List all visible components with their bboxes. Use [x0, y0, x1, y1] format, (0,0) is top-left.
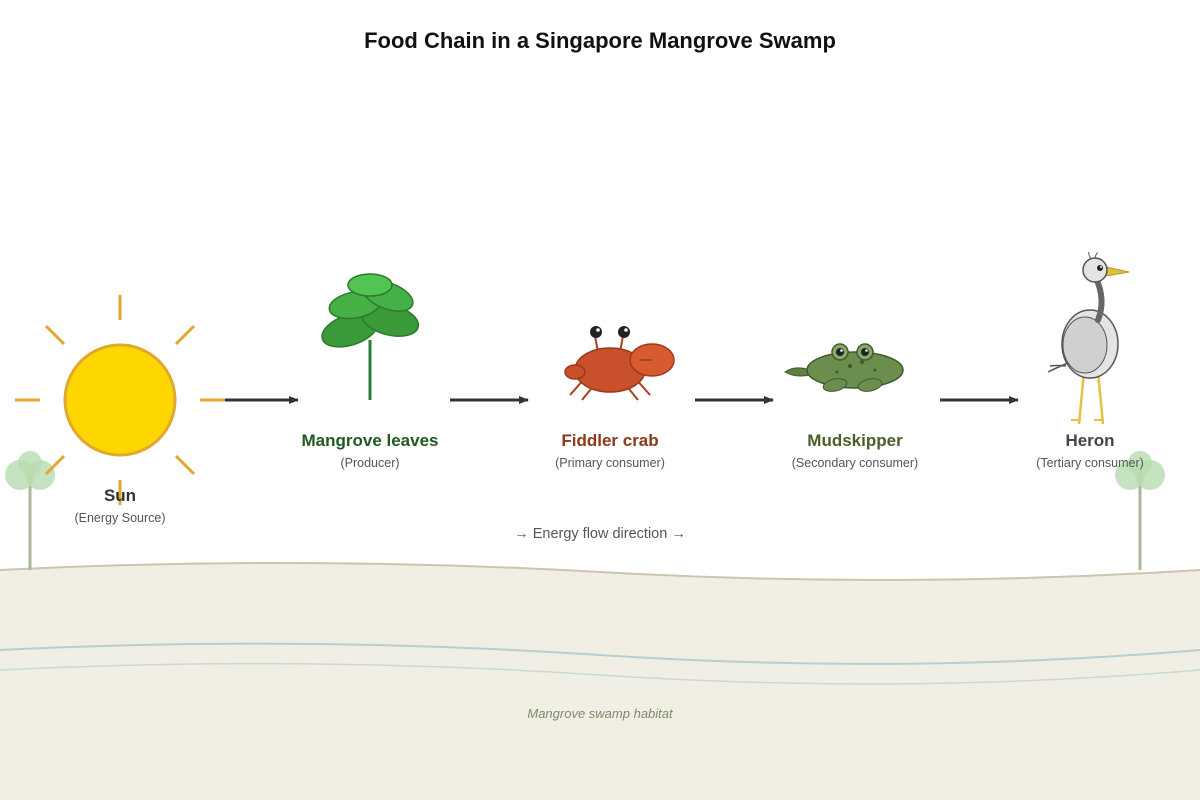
node-label-heron: Heron: [1065, 431, 1115, 450]
mangrove-leaves-icon: [321, 273, 420, 400]
node-label-mangrove-leaves: Mangrove leaves: [301, 431, 439, 450]
node-label-fiddler-crab: Fiddler crab: [561, 431, 659, 450]
tree-icon-left: [5, 451, 55, 570]
node-role-fiddler-crab: (Primary consumer): [555, 456, 665, 470]
node-label-mudskipper: Mudskipper: [807, 431, 903, 450]
node-role-heron: (Tertiary consumer): [1036, 456, 1144, 470]
sun-icon: [15, 295, 225, 505]
node-role-mudskipper: (Secondary consumer): [791, 456, 919, 470]
mudskipper-icon: [784, 343, 904, 392]
node-role-sun: (Energy Source): [74, 511, 166, 525]
habitat-label: Mangrove swamp habitat: [527, 706, 673, 721]
fiddler-crab-icon: [564, 326, 675, 401]
node-role-mangrove-leaves: (Producer): [340, 456, 400, 470]
energy-flow-text: Energy flow direction: [532, 526, 668, 542]
tree-icon-right: [1115, 451, 1165, 570]
diagram-title: Food Chain in a Singapore Mangrove Swamp: [364, 28, 836, 53]
arrow-right-icon: →: [514, 526, 529, 542]
node-label-sun: Sun: [103, 486, 137, 505]
habitat-ground: [0, 561, 1200, 800]
heron-icon: [1047, 251, 1130, 425]
energy-flow-label: → Energy flow direction →: [400, 526, 800, 542]
arrow-right-icon: →: [671, 526, 686, 542]
